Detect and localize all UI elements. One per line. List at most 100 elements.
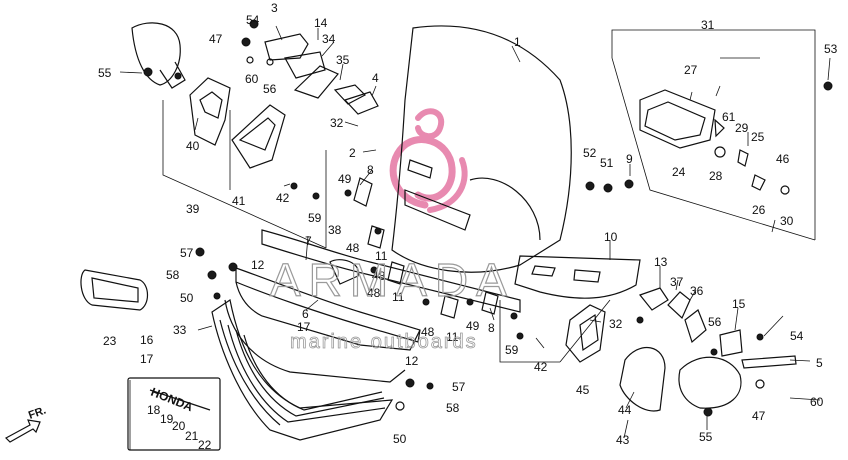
callout-57b: 57 (452, 380, 466, 394)
callout-51: 51 (600, 156, 614, 170)
callout-34: 34 (322, 32, 336, 46)
callout-4: 4 (372, 71, 379, 85)
callout-58b: 58 (446, 401, 460, 415)
callout-49a: 49 (338, 172, 352, 186)
callout-16: 16 (140, 333, 154, 347)
callout-25: 25 (751, 130, 765, 144)
left-mirror (131, 22, 186, 89)
callout-7: 7 (305, 234, 312, 248)
callout-15: 15 (732, 297, 746, 311)
callout-10: 10 (604, 230, 618, 244)
callout-1: 1 (514, 35, 521, 49)
callout-47b: 47 (752, 409, 766, 423)
callout-48a: 48 (346, 241, 360, 255)
callout-59a: 59 (308, 211, 322, 225)
callout-49b: 49 (466, 319, 480, 333)
callout-52: 52 (583, 146, 597, 160)
upper-brackets (143, 19, 379, 115)
watermark-title: ARMADA (270, 254, 515, 306)
callout-leaders (119, 25, 831, 439)
callout-26: 26 (752, 203, 766, 217)
callout-60a: 60 (245, 72, 259, 86)
callout-44: 44 (618, 403, 632, 417)
callout-21: 21 (185, 429, 199, 443)
callout-14: 14 (314, 16, 328, 30)
callout-55b: 55 (699, 430, 713, 444)
callout-11c: 11 (446, 330, 459, 344)
callout-57a: 57 (180, 246, 194, 260)
watermark-subtitle: marine outboards (290, 331, 478, 353)
callouts: 1 2 3 4 5 6 7 8 8 9 10 11 11 11 12 12 13… (98, 1, 838, 452)
callout-50a: 50 (180, 291, 194, 305)
callout-17b: 17 (297, 320, 311, 334)
right-brackets (639, 287, 797, 389)
callout-53: 53 (824, 42, 838, 56)
callout-48d: 48 (372, 269, 386, 283)
right-mirror (565, 304, 742, 417)
callout-36: 36 (690, 284, 704, 298)
callout-27: 27 (684, 63, 698, 77)
callout-55a: 55 (98, 66, 112, 80)
callout-54a: 54 (246, 13, 260, 27)
callout-22: 22 (198, 438, 212, 452)
direction-label: FR. (27, 404, 48, 421)
callout-61: 61 (722, 110, 736, 124)
callout-47a: 47 (209, 32, 223, 46)
callout-8b: 8 (488, 321, 495, 335)
callout-32b: 32 (609, 317, 623, 331)
callout-30: 30 (780, 214, 794, 228)
callout-23: 23 (103, 334, 117, 348)
reflector (80, 269, 149, 311)
callout-45: 45 (576, 383, 590, 397)
watermark-logo (389, 108, 468, 213)
callout-41: 41 (232, 194, 246, 208)
callout-43: 43 (616, 433, 630, 447)
windscreen (391, 25, 572, 273)
callout-24: 24 (672, 165, 686, 179)
callout-13: 13 (654, 255, 668, 269)
callout-5: 5 (816, 356, 823, 370)
callout-50b: 50 (393, 432, 407, 446)
callout-48b: 48 (367, 286, 381, 300)
front-grille (211, 299, 394, 441)
callout-38: 38 (328, 223, 342, 237)
callout-12b: 12 (405, 354, 419, 368)
callout-48c: 48 (421, 325, 435, 339)
callout-6: 6 (302, 307, 309, 321)
direction-marker: FR. (5, 404, 48, 443)
visor-bar (514, 255, 641, 299)
fasteners (195, 81, 833, 411)
callout-59b: 59 (505, 343, 519, 357)
right-light-assembly (639, 89, 790, 195)
callout-39: 39 (186, 202, 200, 216)
callout-35: 35 (336, 53, 350, 67)
callout-54b: 54 (790, 329, 804, 343)
callout-11b: 11 (392, 290, 405, 304)
callout-9: 9 (626, 152, 633, 166)
callout-56a: 56 (263, 82, 277, 96)
callout-56b: 56 (708, 315, 722, 329)
callout-18: 18 (147, 403, 161, 417)
callout-28: 28 (709, 169, 723, 183)
callout-12a: 12 (251, 258, 265, 272)
callout-17a: 17 (140, 352, 154, 366)
callout-58a: 58 (166, 268, 180, 282)
callout-31: 31 (701, 18, 715, 32)
callout-19: 19 (160, 412, 174, 426)
inner-panel (235, 177, 521, 343)
group-brackets (129, 29, 816, 450)
callout-33: 33 (173, 323, 187, 337)
left-garnish (189, 77, 286, 169)
callout-8: 8 (367, 163, 374, 177)
callout-11a: 11 (375, 249, 388, 263)
callout-32a: 32 (330, 116, 344, 130)
lower-cowl (224, 281, 421, 383)
callout-46: 46 (776, 152, 790, 166)
callout-2: 2 (349, 146, 356, 160)
callout-60b: 60 (810, 395, 824, 409)
callout-42a: 42 (276, 191, 290, 205)
callout-42b: 42 (534, 360, 548, 374)
callout-37: 37 (670, 275, 684, 289)
callout-29: 29 (735, 121, 749, 135)
